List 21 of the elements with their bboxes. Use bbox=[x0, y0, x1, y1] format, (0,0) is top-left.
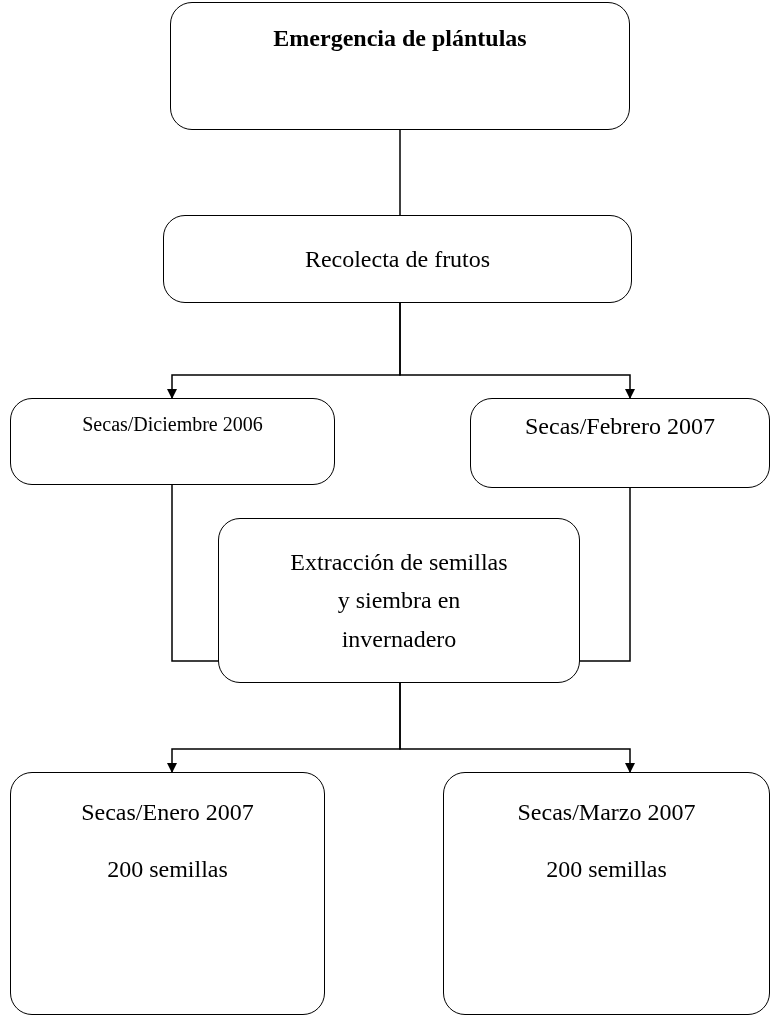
node-label: Secas/Febrero 2007 bbox=[525, 413, 715, 440]
connector-line bbox=[399, 129, 401, 216]
process-box bbox=[10, 398, 335, 485]
node-label: Secas/Diciembre 2006 bbox=[82, 413, 263, 436]
node-note: 200 semillas bbox=[107, 856, 228, 883]
process-box bbox=[470, 398, 770, 488]
node-label: Extracción de semillas y siembra en invernadero bbox=[289, 547, 509, 654]
connector-line bbox=[579, 487, 631, 662]
node-label: Recolecta de frutos bbox=[304, 245, 491, 273]
process-box bbox=[218, 518, 580, 683]
process-box bbox=[170, 2, 630, 130]
process-box bbox=[163, 215, 632, 303]
process-box bbox=[10, 772, 325, 1015]
node-label: Emergencia de plántulas bbox=[273, 25, 527, 52]
arrow bbox=[399, 302, 635, 399]
node-note: 200 semillas bbox=[546, 856, 667, 883]
process-box bbox=[443, 772, 770, 1015]
node-label: Secas/Enero 2007 bbox=[81, 799, 254, 826]
node-label: Secas/Marzo 2007 bbox=[517, 799, 696, 826]
connector-line bbox=[171, 484, 219, 662]
arrow bbox=[399, 682, 635, 773]
